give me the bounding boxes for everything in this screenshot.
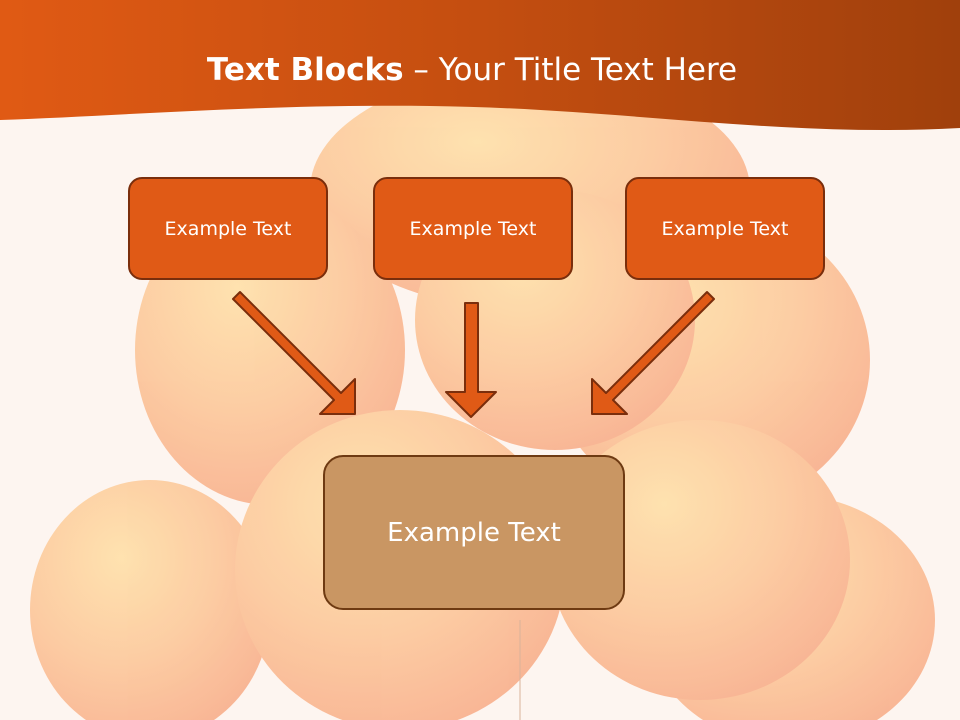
slide-title: Text Blocks – Your Title Text Here <box>0 52 944 88</box>
title-bold-part: Text Blocks <box>206 52 404 88</box>
title-regular-part: Your Title Text Here <box>438 52 738 88</box>
arrow-right-icon <box>591 291 715 415</box>
text-block-center-label: Example Text <box>409 217 537 240</box>
arrow-down-icon <box>445 302 497 418</box>
text-block-right-label: Example Text <box>661 217 789 240</box>
target-block-label: Example Text <box>387 517 561 548</box>
text-block-right[interactable]: Example Text <box>625 177 825 280</box>
text-block-center[interactable]: Example Text <box>373 177 573 280</box>
text-block-left-label: Example Text <box>164 217 292 240</box>
arrow-left-icon <box>232 291 356 415</box>
title-dash: – <box>403 52 439 88</box>
text-block-left[interactable]: Example Text <box>128 177 328 280</box>
target-block[interactable]: Example Text <box>323 455 625 610</box>
